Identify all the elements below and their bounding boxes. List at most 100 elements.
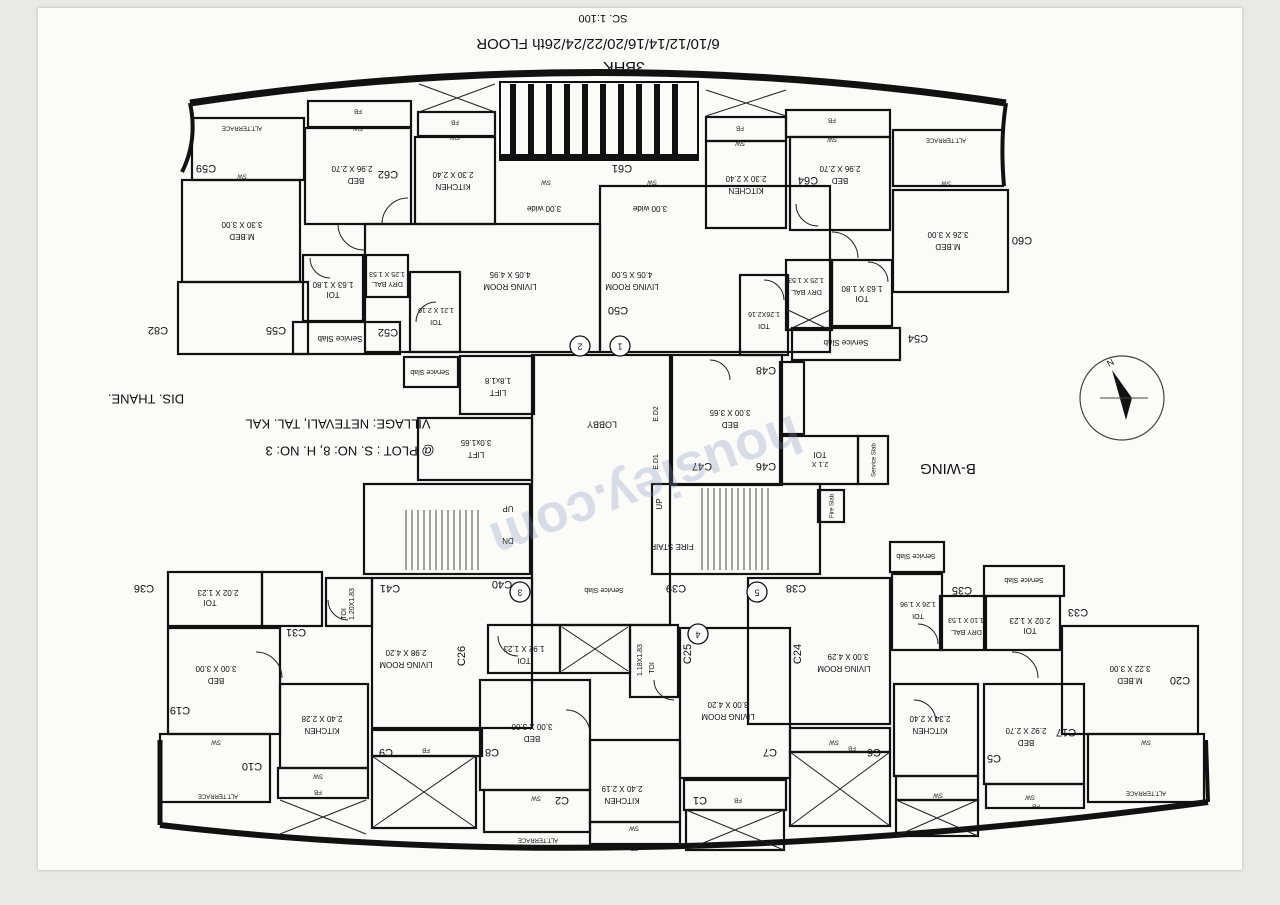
bed-c64-size: 2.96 X 2.70 xyxy=(819,164,860,173)
column-c7: C7 xyxy=(763,746,777,758)
living-tr-title: LIVING ROOM xyxy=(605,282,659,291)
mbed-tr-title: M.BED xyxy=(935,242,961,251)
column-c1: C1 xyxy=(693,794,707,806)
flat-3-number: 3 xyxy=(517,588,522,598)
column-c46: C46 xyxy=(756,460,776,472)
alt-terrace-bl: ALT.TERRACE xyxy=(198,792,238,798)
toi-bm-title: TOI xyxy=(517,656,530,665)
kitchen-tl-size: 2.30 X 2.40 xyxy=(432,170,473,179)
compass xyxy=(1079,355,1165,441)
living-br-title: LIVING ROOM xyxy=(817,664,871,673)
flat-markers xyxy=(509,335,768,645)
sw-16: SW xyxy=(933,791,943,797)
dry-bal-br-size: 1.10 X 1.53 xyxy=(948,616,984,623)
toi-br2-size: 2.02 X 1.23 xyxy=(1009,616,1050,625)
lift-big-size: 3.0x1.65 xyxy=(460,438,491,447)
toi-br-title: TOI xyxy=(912,612,924,619)
flat-4-number: 4 xyxy=(695,630,700,640)
dry-bal-a-title: DRY BAL. xyxy=(371,280,403,287)
dry-bal-a-size: 1.25 X 1.53 xyxy=(369,270,405,277)
toi-bl-title: TOI xyxy=(203,598,216,607)
alt-terrace-tr: ALT.TERRACE xyxy=(926,136,966,142)
bed-bl-size: 3.00 X 3.00 xyxy=(195,664,236,673)
living-br-size: 3.00 X 4.29 xyxy=(827,652,868,661)
kitchen-bm-size: 2.40 X 2.19 xyxy=(601,784,642,793)
up-right: UP xyxy=(655,498,664,509)
bed-c64-title: BED xyxy=(832,176,849,185)
bed-bm-title: BED xyxy=(524,734,541,743)
column-c36: C36 xyxy=(134,582,154,594)
fb-4: FB xyxy=(828,116,836,122)
flat-1-number: 1 xyxy=(617,342,622,352)
fire-stair-label: FIRE STAIR xyxy=(650,542,694,551)
mbed-br-title: M.BED xyxy=(1117,676,1143,685)
toi-b-size: 1.21 X 2.16 xyxy=(418,306,454,313)
fb-13: FB xyxy=(630,844,638,850)
kitchen-tl-title: KITCHEN xyxy=(435,182,470,191)
service-slab-br: Service Slab xyxy=(896,552,935,559)
service-slab-bl: Service Slab xyxy=(584,586,623,593)
column-c31: C31 xyxy=(286,626,306,638)
column-c9: C9 xyxy=(379,746,393,758)
toi-center-title: TOI xyxy=(813,450,826,459)
scale-label: SC. 1:100 xyxy=(579,12,628,24)
column-c52: C52 xyxy=(378,326,398,338)
sw-6: SW xyxy=(941,179,951,185)
sw-8: SW xyxy=(647,178,657,184)
address-line-1: @ PLOT : S. NO: 8, H. NO: 3 xyxy=(266,444,435,459)
toi-center-size: 2.1 X xyxy=(812,460,829,467)
fb-17: FB xyxy=(1032,802,1040,808)
column-c61: C61 xyxy=(612,162,632,174)
column-c24: C24 xyxy=(792,644,804,664)
column-c39: C39 xyxy=(666,582,686,594)
kitchen-bl-title: KITCHEN xyxy=(304,726,339,735)
mbed-tl-size: 3.30 X 3.00 xyxy=(221,220,262,229)
fb-3: FB xyxy=(736,124,744,130)
dn-left: DN xyxy=(502,536,514,545)
column-c35: C35 xyxy=(952,584,972,596)
service-slab-tl: Service Slab xyxy=(317,334,362,343)
toi-bl2-title: TOI xyxy=(341,608,348,620)
column-c10: C10 xyxy=(242,760,262,772)
fb-10: FB xyxy=(314,788,322,794)
service-slab-tr: Service Slab xyxy=(823,338,868,347)
column-c54: C54 xyxy=(908,332,928,344)
toi-a-title: TOI xyxy=(326,290,339,299)
lift-small-title: LIFT xyxy=(490,388,507,397)
fire-slab-label: Fire Slab xyxy=(830,493,836,518)
sw-2: SW xyxy=(450,133,460,139)
flat-5-number: 5 xyxy=(754,588,759,598)
bed-br-title: BED xyxy=(1018,738,1035,747)
living-bm-size: 3.00 X 4.20 xyxy=(707,700,748,709)
toi-br-size: 1.26 X 1.96 xyxy=(900,600,936,607)
column-c17: C17 xyxy=(1056,726,1076,738)
living-tl-title: LIVING ROOM xyxy=(483,282,537,291)
column-c47: C47 xyxy=(692,460,712,472)
address-line-3: DIS. THANE. xyxy=(108,392,184,407)
mbed-br-size: 3.22 X 3.00 xyxy=(1109,664,1150,673)
column-c5: C5 xyxy=(987,752,1001,764)
toi-b-title: TOI xyxy=(430,318,442,325)
ed2-label: E.D2 xyxy=(653,406,660,422)
kitchen-bm-title: KITCHEN xyxy=(604,796,639,805)
up-left: UP xyxy=(502,504,513,513)
kitchen-tr-size: 2.30 X 2.40 xyxy=(725,174,766,183)
column-c50: C50 xyxy=(608,304,628,316)
column-c2: C2 xyxy=(555,794,569,806)
door-swings xyxy=(255,197,1039,735)
column-c62: C62 xyxy=(378,168,398,180)
toi-bm2-title: TOI xyxy=(649,662,656,674)
stair-treads xyxy=(405,488,769,570)
column-c6: C6 xyxy=(867,746,881,758)
kitchen-tr-title: KITCHEN xyxy=(728,186,763,195)
bed-center-size: 3.00 X 3.65 xyxy=(709,408,750,417)
living-bl-size: 2.98 X 4.20 xyxy=(385,648,426,657)
fb-15: FB xyxy=(848,744,856,750)
toi-a-size: 1.63 X 1.80 xyxy=(312,280,353,289)
alt-terrace-tl: ALT.TERRACE xyxy=(222,124,262,130)
toi-d-title: TOI xyxy=(855,294,868,303)
kitchen-br-size: 2.34 X 2.40 xyxy=(909,714,950,723)
